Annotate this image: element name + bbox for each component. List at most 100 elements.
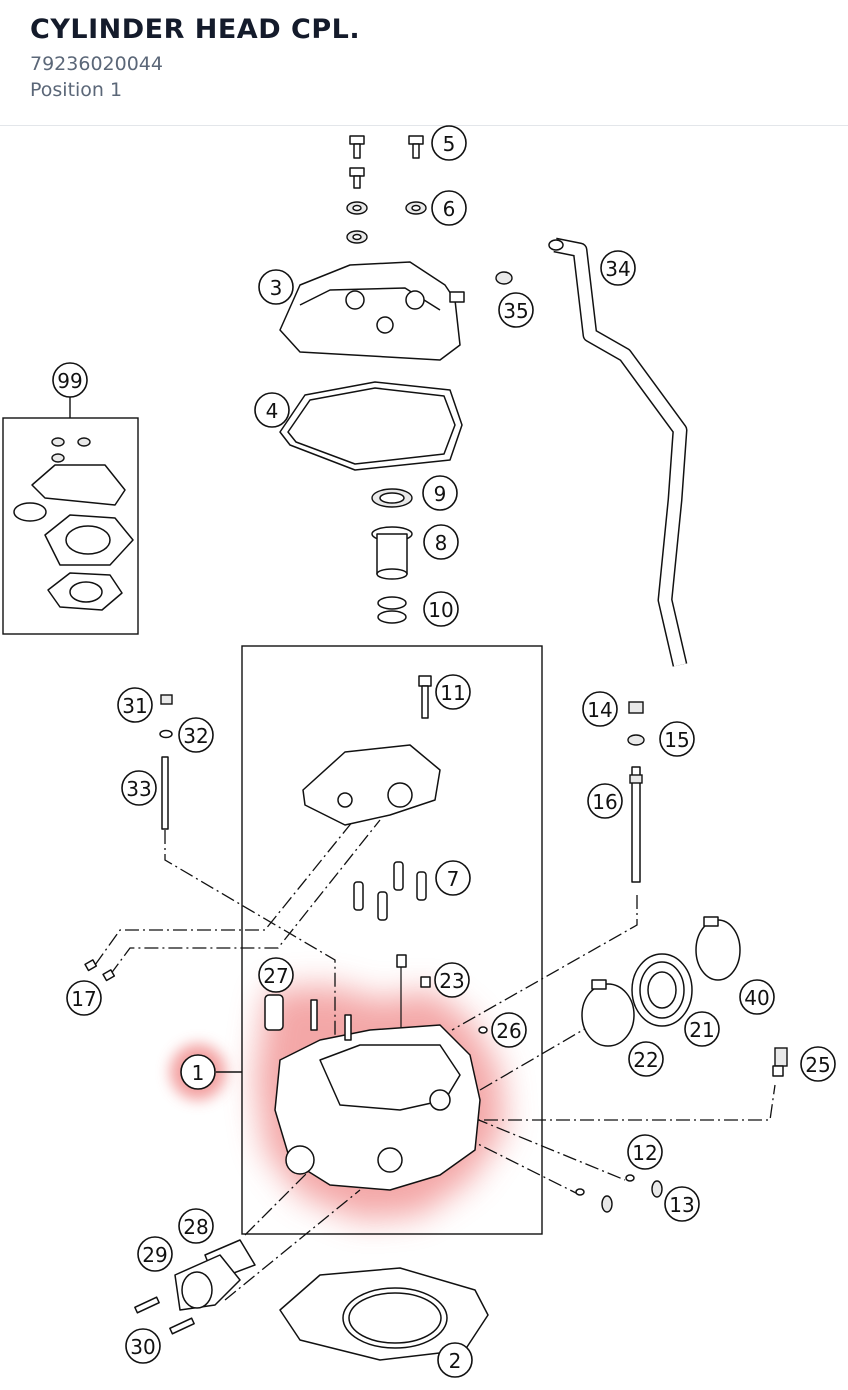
clamp-40 xyxy=(695,916,741,981)
nut-14 xyxy=(628,701,644,714)
callout-35[interactable]: 35 xyxy=(498,292,534,328)
callout-6[interactable]: 6 xyxy=(431,190,467,226)
callout-circle xyxy=(684,1011,720,1047)
callout-23[interactable]: 23 xyxy=(434,962,470,998)
callout-label: 4 xyxy=(266,399,279,423)
callout-17[interactable]: 17 xyxy=(66,980,102,1016)
callout-circle xyxy=(435,674,471,710)
callout-13[interactable]: 13 xyxy=(664,1186,700,1222)
bolt-5 xyxy=(349,135,424,189)
callout-circle xyxy=(423,524,459,560)
head-gasket-2 xyxy=(279,1267,489,1361)
callout-circle xyxy=(491,1012,527,1048)
callout-circle xyxy=(178,717,214,753)
intake-flange-29 xyxy=(174,1254,241,1311)
stud-33 xyxy=(161,756,169,830)
callout-label: 22 xyxy=(633,1048,658,1072)
callout-5[interactable]: 5 xyxy=(431,125,467,161)
callout-11[interactable]: 11 xyxy=(435,674,471,710)
clamp-22 xyxy=(581,979,635,1047)
callout-32[interactable]: 32 xyxy=(178,717,214,753)
callout-circle xyxy=(254,392,290,428)
callout-label: 13 xyxy=(669,1193,694,1217)
callout-circle xyxy=(664,1186,700,1222)
callout-99[interactable]: 99 xyxy=(52,362,88,398)
dowel-23 xyxy=(396,954,431,1030)
callout-8[interactable]: 8 xyxy=(423,524,459,560)
callout-40[interactable]: 40 xyxy=(739,979,775,1015)
callout-14[interactable]: 14 xyxy=(582,691,618,727)
callout-circle xyxy=(628,1041,664,1077)
bolt-30 xyxy=(134,1296,195,1335)
callout-label: 10 xyxy=(428,598,453,622)
callout-2[interactable]: 2 xyxy=(437,1342,473,1378)
callout-circle xyxy=(121,770,157,806)
callout-label: 35 xyxy=(503,299,528,323)
callout-3[interactable]: 3 xyxy=(258,269,294,305)
callout-29[interactable]: 29 xyxy=(137,1236,173,1272)
callout-label: 7 xyxy=(447,867,460,891)
callout-circle xyxy=(431,125,467,161)
callout-12[interactable]: 12 xyxy=(627,1134,663,1170)
sensor-25 xyxy=(772,1047,788,1077)
callout-33[interactable]: 33 xyxy=(121,770,157,806)
callout-circle xyxy=(180,1054,216,1090)
callout-15[interactable]: 15 xyxy=(659,721,695,757)
callout-circle xyxy=(422,475,458,511)
callout-circle xyxy=(659,721,695,757)
callouts: 1234567891011121314151617212223252627282… xyxy=(52,125,836,1378)
callout-34[interactable]: 34 xyxy=(600,250,636,286)
callout-1[interactable]: 1 xyxy=(180,1054,216,1090)
callout-22[interactable]: 22 xyxy=(628,1041,664,1077)
callout-circle xyxy=(178,1208,214,1244)
callout-4[interactable]: 4 xyxy=(254,392,290,428)
callout-label: 1 xyxy=(192,1061,205,1085)
callout-27[interactable]: 27 xyxy=(258,957,294,993)
header: CYLINDER HEAD CPL. 79236020044 Position … xyxy=(0,0,848,126)
gasket-4 xyxy=(279,381,463,471)
callout-21[interactable]: 21 xyxy=(684,1011,720,1047)
callout-label: 26 xyxy=(496,1019,521,1043)
cylinder-head-frame xyxy=(241,645,543,1235)
callout-label: 11 xyxy=(440,681,465,705)
callout-label: 40 xyxy=(744,986,769,1010)
callout-25[interactable]: 25 xyxy=(800,1046,836,1082)
bolt-17 xyxy=(84,959,98,972)
callout-9[interactable]: 9 xyxy=(422,475,458,511)
o-ring-10 xyxy=(377,596,407,624)
callout-31[interactable]: 31 xyxy=(117,687,153,723)
valve-guide-7 xyxy=(353,861,427,921)
callout-label: 14 xyxy=(587,698,612,722)
washer-32 xyxy=(159,729,173,739)
seal-12 xyxy=(625,1174,635,1182)
callout-label: 33 xyxy=(126,777,151,801)
plug-13 xyxy=(651,1180,663,1198)
page-title: CYLINDER HEAD CPL. xyxy=(30,14,361,45)
callout-label: 15 xyxy=(664,728,689,752)
callout-label: 3 xyxy=(270,276,283,300)
callout-16[interactable]: 16 xyxy=(587,783,623,819)
intake-boot-21 xyxy=(631,953,693,1027)
cylinder-head xyxy=(264,994,481,1191)
callout-label: 6 xyxy=(443,197,456,221)
callout-label: 31 xyxy=(122,694,147,718)
callout-30[interactable]: 30 xyxy=(125,1328,161,1364)
seal-washer-6 xyxy=(346,201,427,244)
callout-label: 9 xyxy=(434,482,447,506)
callout-circle xyxy=(800,1046,836,1082)
position-label: Position 1 xyxy=(30,79,123,101)
callout-circle xyxy=(137,1236,173,1272)
callout-10[interactable]: 10 xyxy=(423,591,459,627)
callout-7[interactable]: 7 xyxy=(435,860,471,896)
bolt-11 xyxy=(418,675,432,719)
callout-circle xyxy=(739,979,775,1015)
callout-label: 32 xyxy=(183,724,208,748)
callout-label: 30 xyxy=(130,1335,155,1359)
callout-28[interactable]: 28 xyxy=(178,1208,214,1244)
callout-circle xyxy=(600,250,636,286)
callout-26[interactable]: 26 xyxy=(491,1012,527,1048)
callout-circle xyxy=(117,687,153,723)
callout-circle xyxy=(258,957,294,993)
clamp-35 xyxy=(495,271,513,285)
